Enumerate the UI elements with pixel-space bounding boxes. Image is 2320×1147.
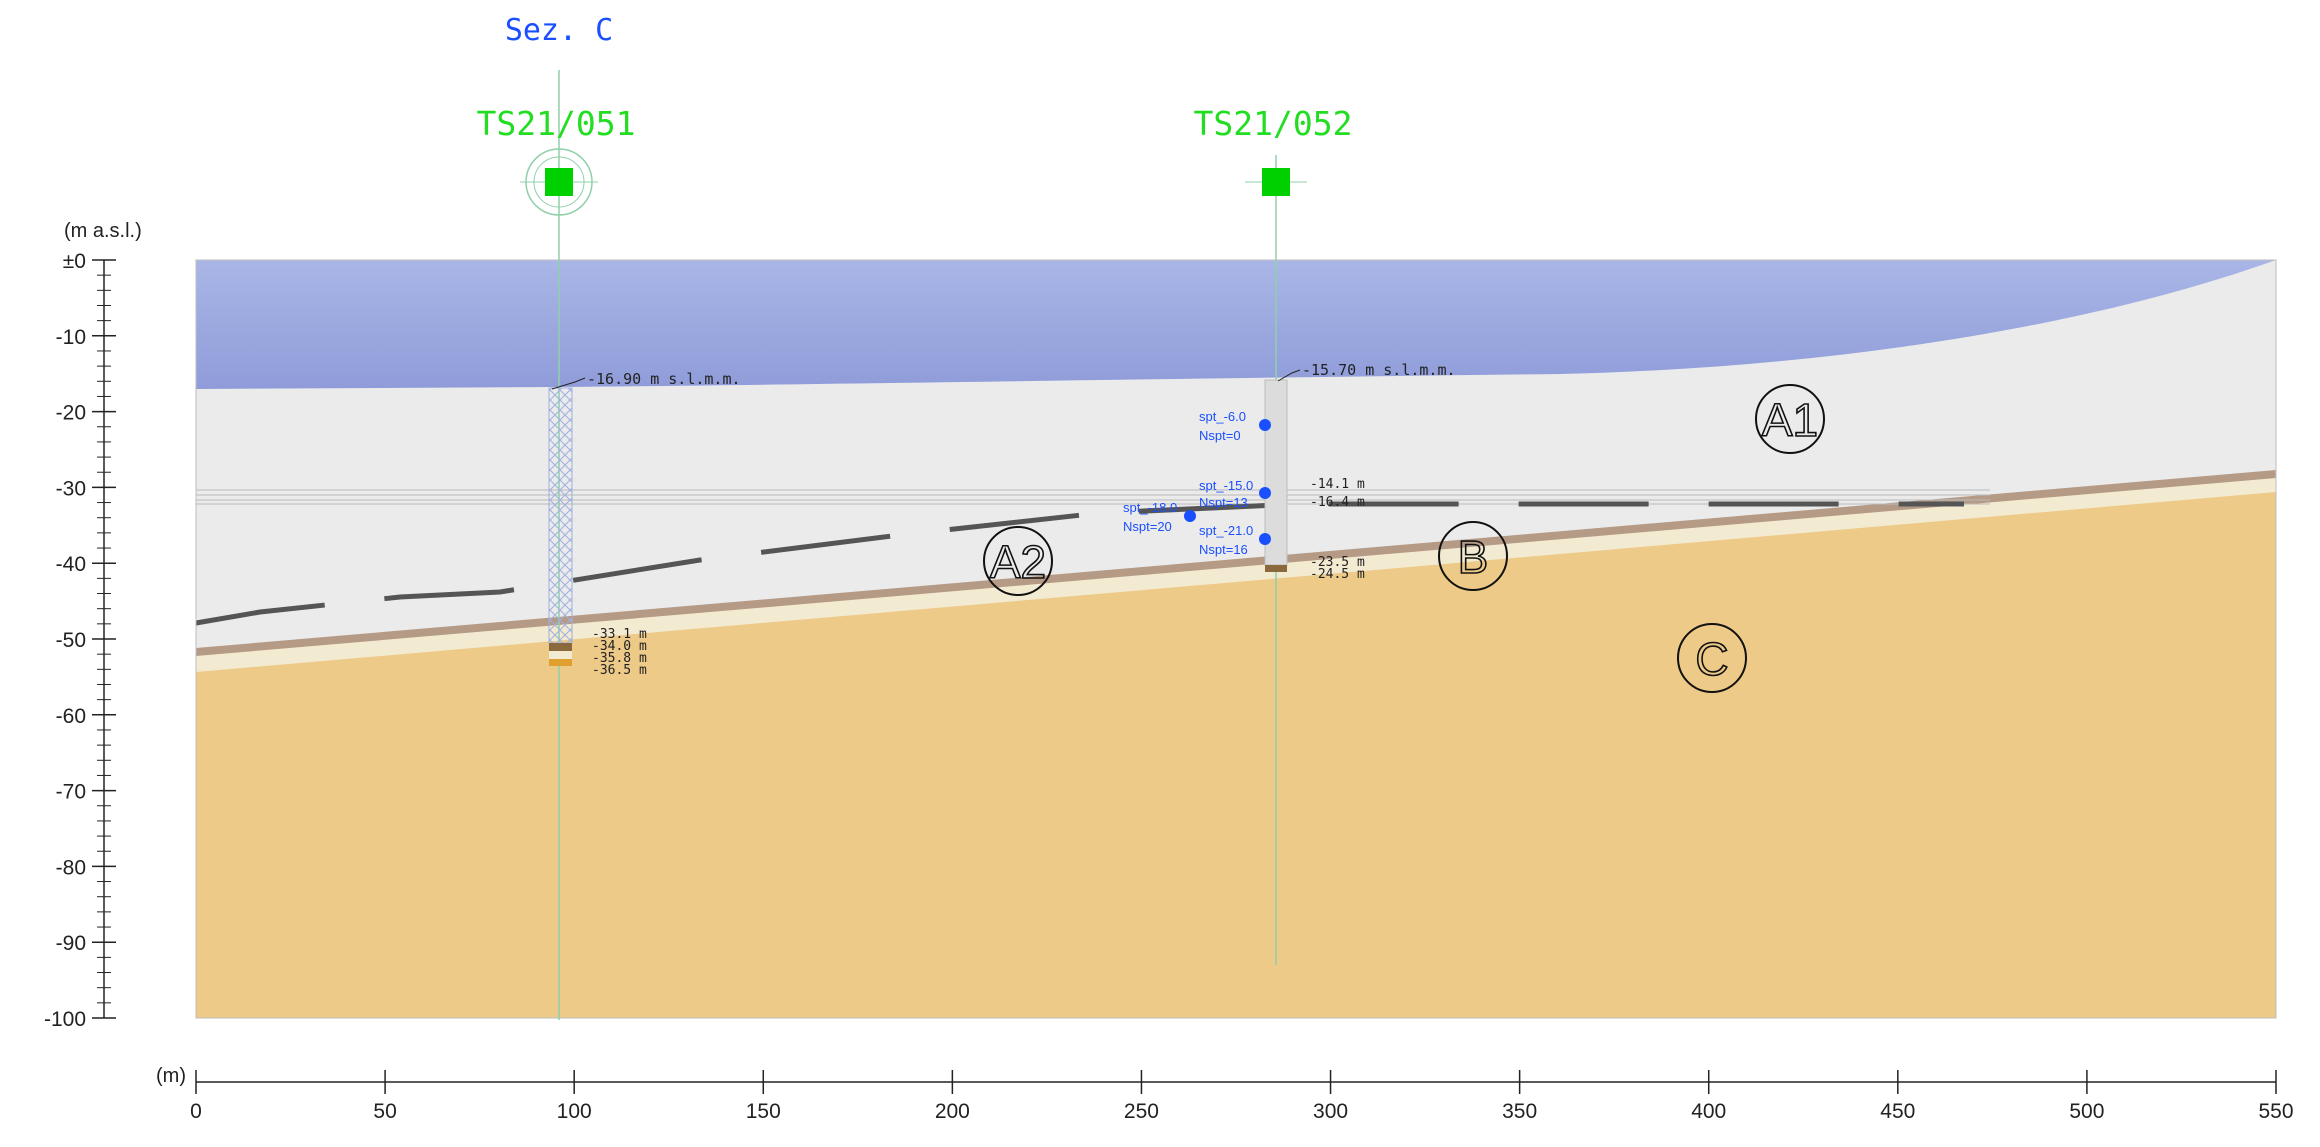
plot-frame [195, 259, 2277, 1019]
spt-1-line2: Nspt=0 [1199, 428, 1241, 443]
x-axis-tick-label: 100 [557, 1100, 592, 1123]
y-axis-tick-label: -90 [56, 932, 86, 955]
borehole-ts21-052-label: TS21/052 [1194, 104, 1353, 143]
spt-4-line1: spt_-21.0 [1199, 523, 1253, 538]
borehole-ts21-052-depth-2: -16.4 m [1310, 495, 1365, 510]
zone-label-a2: A2 [983, 526, 1053, 596]
zone-c-text: C [1695, 633, 1728, 685]
borehole-ts21-051-top-label: -16.90 m s.l.m.m. [587, 370, 741, 388]
y-axis-tick-label: -80 [56, 856, 86, 879]
borehole-ts21-051-depth-2: -34.0 m [592, 639, 647, 654]
y-axis-tick-label: -100 [44, 1008, 86, 1031]
x-axis-tick-label: 400 [1691, 1100, 1726, 1123]
y-axis-tick-label: -70 [56, 781, 86, 804]
section-title: Sez. C [505, 13, 613, 48]
water-body [196, 260, 2276, 389]
x-axis-unit: (m) [156, 1065, 186, 1087]
zone-label-b: B [1438, 521, 1508, 591]
y-axis-tick-label: -40 [56, 553, 86, 576]
y-axis-tick-label: -60 [56, 705, 86, 728]
zone-b-text: B [1458, 531, 1489, 583]
y-axis-major-ticks: ±0 -10 -20 -30 -40 -50 -60 -70 -80 -90 -100 [44, 250, 116, 1031]
x-axis-tick-label: 500 [2069, 1100, 2104, 1123]
y-axis-tick-label: ±0 [63, 250, 86, 273]
y-axis-tick-label: -20 [56, 402, 86, 425]
a1-a2-boundary-dashed [195, 501, 1964, 626]
spt-point-4: spt_-21.0 Nspt=16 [1199, 523, 1271, 557]
y-axis-tick-label: -50 [56, 629, 86, 652]
x-axis-ticks: 0 50 100 150 200 250 300 350 400 450 500 550 [190, 1070, 2294, 1123]
spt-3-line1: spt_-18.0 [1123, 500, 1177, 515]
x-axis-tick-label: 450 [1880, 1100, 1915, 1123]
spt-point-1: spt_-6.0 Nspt=0 [1199, 409, 1271, 443]
plot-area [195, 259, 2277, 1019]
zone-label-c: C [1677, 623, 1747, 693]
x-axis-tick-label: 150 [746, 1100, 781, 1123]
y-axis: (m a.s.l.) ±0 -10 -20 -30 -40 -50 -60 -70 -80 -90… [44, 220, 142, 1031]
x-axis-tick-label: 200 [935, 1100, 970, 1123]
spt-1-line1: spt_-6.0 [1199, 409, 1246, 424]
borehole-ts21-052-top-label: -15.70 m s.l.m.m. [1302, 361, 1456, 379]
spt-point-2: spt_-15.0 Nspt=13 [1199, 478, 1271, 510]
x-axis: (m) 0 50 100 150 200 250 300 350 400 450 500 550 [156, 1065, 2294, 1123]
layer-b-band [196, 470, 2276, 656]
borehole-ts21-051-depth-4: -36.5 m [592, 663, 647, 678]
spt-4-line2: Nspt=16 [1199, 542, 1248, 557]
x-axis-tick-label: 0 [190, 1100, 202, 1123]
x-axis-tick-label: 50 [373, 1100, 396, 1123]
borehole-ts21-052-depth-1: -14.1 m [1310, 477, 1365, 492]
borehole-ts21-051-depth-1: -33.1 m [592, 627, 647, 642]
spt-2-line2: Nspt=13 [1199, 495, 1248, 510]
borehole-ts21-051-depth-3: -35.8 m [592, 651, 647, 666]
x-axis-tick-label: 300 [1313, 1100, 1348, 1123]
borehole-ts21-051: TS21/051 -16.90 m s.l.m.m. -33.1 m -34.0… [477, 70, 741, 1020]
borehole-ts21-052-depth-3: -23.5 m [1310, 555, 1365, 570]
borehole-ts21-051-column [548, 387, 573, 644]
x-axis-tick-label: 350 [1502, 1100, 1537, 1123]
borehole-ts21-052-marker [1262, 168, 1290, 196]
spt-2-line1: spt_-15.0 [1199, 478, 1253, 493]
horizontal-reference-lines [196, 489, 1990, 505]
zone-a1-text: A1 [1762, 394, 1818, 446]
y-axis-tick-label: -30 [56, 477, 86, 500]
y-axis-tick-label: -10 [56, 326, 86, 349]
y-axis-unit: (m a.s.l.) [64, 220, 142, 242]
borehole-ts21-052: TS21/052 -15.70 m s.l.m.m. -14.1 m -16.4… [1123, 104, 1456, 965]
x-axis-tick-label: 250 [1124, 1100, 1159, 1123]
spt-point-3: spt_-18.0 Nspt=20 [1123, 500, 1196, 534]
zone-label-a1: A1 [1755, 384, 1825, 454]
borehole-ts21-051-label: TS21/051 [477, 104, 636, 143]
zone-a2-text: A2 [990, 536, 1046, 588]
borehole-ts21-052-depth-4: -24.5 m [1310, 567, 1365, 582]
x-axis-tick-label: 550 [2258, 1100, 2293, 1123]
borehole-ts21-051-marker [545, 168, 573, 196]
spt-3-line2: Nspt=20 [1123, 519, 1172, 534]
